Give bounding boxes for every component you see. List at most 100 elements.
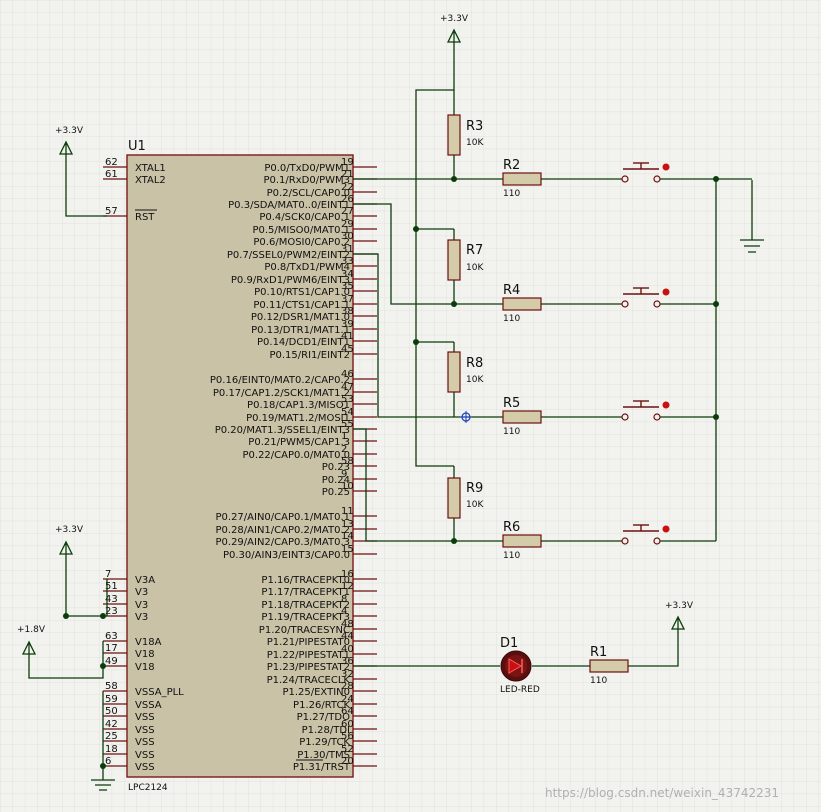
u1-left-pin-number: 57	[105, 206, 118, 217]
resistor-r5[interactable]: R5 110	[502, 396, 542, 437]
u1-left-pin-number: 25	[105, 731, 118, 742]
u1-left-pin-name: V18	[135, 649, 155, 660]
u1-left-pin-name: V3	[135, 612, 148, 623]
svg-text:D1: D1	[500, 636, 518, 651]
u1-right-pin-name: P0.25	[322, 487, 350, 498]
push-button-switch[interactable]	[621, 287, 670, 308]
u1-right-pin-name: P0.19/MAT1.2/MOSI1	[246, 413, 350, 424]
led-d1[interactable]: D1 LED-RED	[500, 636, 540, 695]
svg-text:R6: R6	[503, 520, 520, 535]
u1-right-pin-name: P1.29/TCK	[299, 737, 350, 748]
u1-left-pin-number: 62	[105, 157, 118, 168]
u1-left-pin-number: 49	[105, 656, 118, 667]
u1-right-pin-number: 37	[341, 294, 354, 305]
u1-right-pin-number: 44	[341, 631, 354, 642]
u1-right-pin-name: P1.17/TRACEPKT1	[261, 587, 350, 598]
u1-right-pin-name: P0.23	[322, 462, 350, 473]
u1-right-pin-name: P0.5/MISO0/MAT0.1	[252, 225, 350, 236]
u1-right-pin-number: 26	[341, 194, 354, 205]
svg-text:R7: R7	[466, 243, 483, 258]
resistor-r3[interactable]: R3 10K	[447, 114, 484, 156]
u1-right-pin-name: P0.18/CAP1.3/MISO1	[247, 400, 350, 411]
u1-right-pin-number: 20	[341, 756, 354, 767]
u1-right-pins: 19P0.0/TxD0/PWM121P0.1/RxD0/PWM322P0.2/S…	[210, 157, 377, 773]
u1-right-pin-number: 41	[341, 331, 354, 342]
u1-left-pin-number: 61	[105, 169, 118, 180]
u1-right-pin-name: P1.16/TRACEPKT0	[261, 575, 350, 586]
u1-right-pin-name: P0.8/TxD1/PWM4	[264, 262, 350, 273]
u1-left-pin-number: 17	[105, 643, 118, 654]
u1-right-pin-name: P0.0/TxD0/PWM1	[264, 163, 350, 174]
u1-right-pin-name: P0.10/RTS1/CAP1.0	[254, 287, 350, 298]
push-button-switch[interactable]	[621, 400, 670, 421]
resistor-r7[interactable]: R7 10K	[447, 239, 484, 281]
svg-text:R8: R8	[466, 356, 483, 371]
svg-text:R3: R3	[466, 119, 483, 134]
u1-right-pin-name: P1.31/TRST	[293, 762, 351, 773]
u1-right-pin-name: P0.28/AIN1/CAP0.2/MAT0.2	[216, 525, 351, 536]
u1-left-pin-number: 51	[105, 581, 118, 592]
svg-text:+3.3V: +3.3V	[440, 14, 469, 24]
watermark-text: https://blog.csdn.net/weixin_43742231	[545, 786, 779, 800]
u1-right-pin-name: P1.18/TRACEPKT2	[261, 600, 350, 611]
push-buttons	[621, 162, 670, 545]
u1-right-pin-name: P1.22/PIPESTAT1	[267, 650, 350, 661]
svg-text:10K: 10K	[466, 375, 484, 385]
u1-right-pin-number: 48	[341, 619, 354, 630]
u1-left-pin-name: VSS	[135, 762, 155, 773]
u1-right-pin-number: 36	[341, 656, 354, 667]
u1-right-pin-number: 15	[341, 544, 354, 555]
resistor-r6[interactable]: R6 110	[502, 520, 542, 561]
ground-symbol-right	[740, 180, 764, 253]
u1-left-pin-number: 7	[105, 569, 111, 580]
svg-text:LED-RED: LED-RED	[500, 685, 540, 695]
u1-left-pin-name: VSSA	[135, 700, 162, 711]
u1-right-pin-number: 22	[341, 182, 354, 193]
resistor-r1[interactable]: R1 110	[589, 645, 629, 686]
u1-right-pin-number: 12	[341, 581, 354, 592]
u1-right-pin-name: P0.20/MAT1.3/SSEL1/EINT3	[215, 425, 350, 436]
u1-right-pin-number: 8	[341, 594, 347, 605]
u1-right-pin-number: 55	[341, 419, 354, 430]
u1-right-pin-number: 28	[341, 681, 354, 692]
u1-left-pin-number: 6	[105, 756, 111, 767]
svg-text:+1.8V: +1.8V	[17, 625, 46, 635]
junction-dots	[63, 176, 719, 769]
resistor-r8[interactable]: R8 10K	[447, 351, 484, 393]
u1-left-pin-name: VSS	[135, 737, 155, 748]
u1-right-pin-number: 2	[341, 444, 347, 455]
u1-right-pin-name: P0.6/MOSI0/CAP0.2	[253, 237, 350, 248]
u1-right-pin-name: P1.19/TRACEPKT3	[261, 612, 350, 623]
u1-right-pin-name: P1.20/TRACESYNC	[259, 625, 350, 636]
u1-right-pin-number: 14	[341, 531, 354, 542]
u1-right-pin-number: 27	[341, 206, 354, 217]
u1-right-pin-name: P0.16/EINT0/MAT0.2/CAP0.2	[210, 375, 350, 386]
u1-chip-body[interactable]	[126, 154, 354, 778]
u1-right-pin-name: P1.30/TMS	[297, 750, 350, 761]
u1-right-pin-name: P0.15/RI1/EINT2	[269, 350, 350, 361]
svg-text:R4: R4	[503, 283, 520, 298]
svg-text:110: 110	[503, 189, 520, 199]
u1-right-pin-name: P0.21/PWM5/CAP1.3	[248, 437, 350, 448]
u1-right-pin-name: P1.21/PIPESTAT0	[267, 637, 350, 648]
push-button-switch[interactable]	[621, 524, 670, 545]
u1-right-pin-number: 56	[341, 731, 354, 742]
resistor-r4[interactable]: R4 110	[502, 283, 542, 324]
u1-left-pins: 62XTAL161XTAL257RST7V3A51V343V323V363V18…	[103, 157, 184, 773]
push-button-switch[interactable]	[621, 162, 670, 183]
svg-text:10K: 10K	[466, 263, 484, 273]
u1-right-pin-name: P0.24	[322, 475, 350, 486]
u1-right-pin-name: P0.4/SCK0/CAP0.1	[259, 212, 350, 223]
u1-right-pin-number: 54	[341, 407, 354, 418]
u1-left-pin-name: VSS	[135, 750, 155, 761]
u1-left-pin-name: RST	[135, 212, 155, 223]
u1-left-pin-name: XTAL1	[135, 163, 166, 174]
u1-left-pin-name: VSS	[135, 712, 155, 723]
u1-left-pin-name: XTAL2	[135, 175, 166, 186]
u1-left-pin-name: V18	[135, 662, 155, 673]
resistor-r9[interactable]: R9 10K	[447, 477, 484, 519]
u1-right-pin-name: P0.14/DCD1/EINT1	[257, 337, 350, 348]
resistor-r2[interactable]: R2 110	[502, 158, 542, 199]
u1-left-pin-number: 42	[105, 719, 118, 730]
